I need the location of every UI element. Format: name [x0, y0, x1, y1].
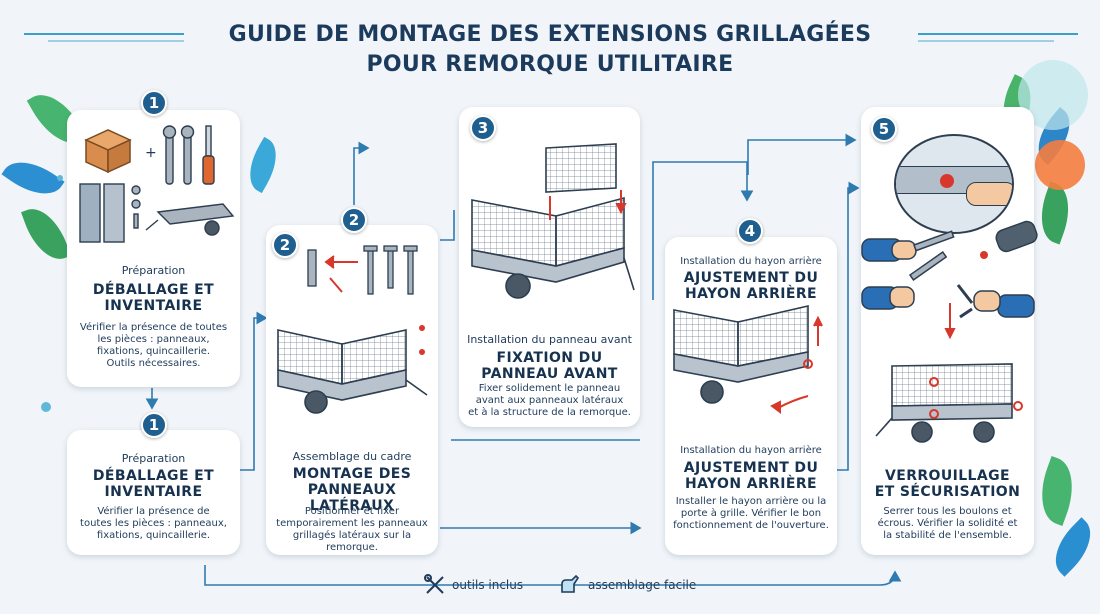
- step-4-top-heading-line: HAYON ARRIÈRE: [684, 286, 818, 302]
- step-card-1b: [67, 430, 240, 555]
- step-2-heading: MONTAGE DES PANNEAUX LATÉRAUX: [266, 466, 438, 514]
- desc-line: les pièces : panneaux,: [97, 334, 210, 345]
- box-icon: [84, 129, 132, 174]
- bolts-icon: [307, 245, 418, 295]
- step-1-description: Vérifier la présence de toutes les pièce…: [67, 322, 240, 370]
- desc-line: Positionner et fixer: [304, 506, 400, 517]
- step-4-heading-line: AJUSTEMENT DU: [683, 460, 819, 476]
- step-1b-heading: DÉBALLAGE ET INVENTAIRE: [67, 468, 240, 500]
- step-1-heading-line: DÉBALLAGE ET: [92, 282, 215, 298]
- step-1b-subtitle: Préparation: [121, 452, 186, 465]
- step-5-description: Serrer tous les boulons et écrous. Vérif…: [861, 506, 1034, 542]
- step-3-heading-line: FIXATION DU: [496, 350, 603, 366]
- step-1-heading-line: INVENTAIRE: [104, 298, 203, 314]
- step-3-heading-line: PANNEAU AVANT: [481, 366, 618, 382]
- hands-tools-illustration: [861, 220, 1038, 340]
- title-line-1: GUIDE DE MONTAGE DES EXTENSIONS GRILLAGÉ…: [228, 22, 872, 47]
- title-rule: [918, 40, 1054, 42]
- panels-icon: [79, 183, 235, 243]
- dot-decoration: [41, 402, 51, 412]
- step-badge-5: 5: [871, 116, 897, 142]
- connector-4-to-5-low: [836, 181, 860, 471]
- desc-line: Outils nécessaires.: [106, 358, 201, 369]
- step-4-heading-line: HAYON ARRIÈRE: [684, 476, 818, 492]
- connector-4-to-5: [747, 133, 857, 175]
- title-rule: [48, 40, 184, 42]
- step-5-heading-line: VERROUILLAGE: [885, 468, 1010, 484]
- page-title: GUIDE DE MONTAGE DES EXTENSIONS GRILLAGÉ…: [190, 20, 910, 80]
- trailer-side-panels-illustration: [277, 325, 428, 414]
- step-4-top-heading: AJUSTEMENT DU HAYON ARRIÈRE: [665, 270, 837, 302]
- desc-line: fonctionnement de l'ouverture.: [673, 520, 829, 531]
- step-2-heading-line: PANNEAUX LATÉRAUX: [307, 482, 397, 514]
- title-rule: [918, 33, 1078, 35]
- desc-line: écrous. Vérifier la solidité et: [877, 518, 1018, 529]
- connector-1b-to-2: [240, 311, 268, 471]
- step-5-heading: VERROUILLAGE ET SÉCURISATION: [861, 468, 1034, 500]
- desc-line: Serrer tous les boulons et: [883, 506, 1012, 517]
- desc-line: Installer le hayon arrière ou la: [675, 496, 827, 507]
- title-line-2: POUR REMORQUE UTILITAIRE: [366, 52, 734, 77]
- step-5-heading-line: ET SÉCURISATION: [874, 484, 1021, 500]
- desc-line: Vérifier la présence de toutes: [79, 322, 228, 333]
- desc-line: fixations, quincaillerie.: [96, 530, 211, 541]
- step-1-subtitle: Préparation: [121, 264, 186, 277]
- connector-2-to-3: [353, 141, 370, 205]
- step-4-top-heading-line: AJUSTEMENT DU: [683, 270, 819, 286]
- step-2-description: Positionner et fixer temporairement les …: [266, 506, 438, 554]
- desc-line: la stabilité de l'ensemble.: [883, 530, 1012, 541]
- desc-line: Fixer solidement le panneau: [478, 383, 621, 394]
- step-2-subtitle: Assemblage du cadre: [292, 450, 412, 463]
- step-4-subtitle: Installation du hayon arrière: [680, 445, 822, 456]
- step-2-heading-line: MONTAGE DES: [292, 466, 412, 482]
- connector-footer: [204, 565, 902, 586]
- trailer-secured-illustration: [875, 363, 1023, 443]
- step-4-heading: AJUSTEMENT DU HAYON ARRIÈRE: [665, 460, 837, 492]
- desc-line: toutes les pièces : panneaux,: [80, 518, 227, 529]
- trailer-front-panel-illustration: [471, 143, 635, 299]
- step-4-description: Installer le hayon arrière ou la porte à…: [665, 496, 837, 532]
- step-1b-heading-line: DÉBALLAGE ET: [92, 468, 215, 484]
- step-badge-4: 4: [737, 218, 763, 244]
- desc-line: Vérifier la présence de: [97, 506, 210, 517]
- step-badge-1: 1: [141, 90, 167, 116]
- step-1-heading: DÉBALLAGE ET INVENTAIRE: [67, 282, 240, 314]
- desc-line: temporairement les panneaux: [276, 518, 428, 529]
- step-badge-3: 3: [470, 115, 496, 141]
- step-card-4: [665, 237, 837, 555]
- step-outer-badge-2: 2: [341, 207, 367, 233]
- desc-line: porte à grille. Vérifier le bon: [680, 508, 822, 519]
- footer-easy-label: assemblage facile: [588, 578, 697, 592]
- step-3-subtitle: Installation du panneau avant: [467, 333, 632, 346]
- plus-icon: +: [145, 145, 157, 161]
- connector-2-to-3-side: [440, 210, 455, 241]
- wrench-icon: [162, 125, 215, 185]
- step-1b-description: Vérifier la présence de toutes les pièce…: [67, 506, 240, 542]
- connector-3-to-4: [652, 161, 754, 300]
- trailer-tailgate-illustration: [673, 304, 823, 414]
- desc-line: avant aux panneaux latéraux: [475, 395, 624, 406]
- step-4-top-subtitle: Installation du hayon arrière: [680, 256, 822, 267]
- sun-decoration: [1035, 140, 1085, 190]
- footer-tools-label: outils inclus: [452, 578, 524, 592]
- desc-line: et à la structure de la remorque.: [468, 407, 631, 418]
- desc-line: fixations, quincaillerie.: [96, 346, 211, 357]
- desc-line: grillagés latéraux sur la remorque.: [292, 530, 412, 553]
- dot-decoration: [57, 175, 63, 181]
- title-rule: [24, 33, 184, 35]
- step-1b-heading-line: INVENTAIRE: [104, 484, 203, 500]
- step-3-heading: FIXATION DU PANNEAU AVANT: [459, 350, 640, 382]
- step-badge-1b: 1: [141, 412, 167, 438]
- hand-assembly-icon: [561, 574, 580, 593]
- wrench-screwdriver-icon: [424, 574, 444, 594]
- step-3-description: Fixer solidement le panneau avant aux pa…: [459, 383, 640, 419]
- bolt-closeup: [894, 134, 1014, 234]
- step-badge-2: 2: [272, 232, 298, 258]
